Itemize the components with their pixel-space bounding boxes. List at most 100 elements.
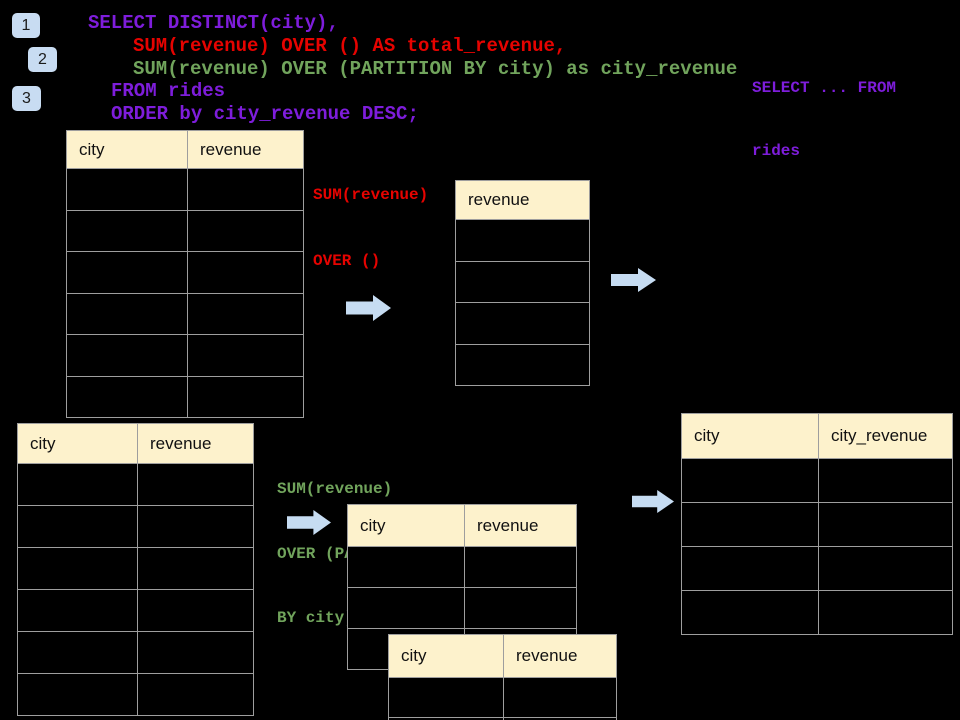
table-cell [818,503,952,546]
table-cell [67,169,187,210]
table-header: city revenue [67,131,303,168]
table-cell [187,210,303,251]
sql-line-total-revenue: SUM(revenue) OVER () AS total_revenue, [133,35,567,57]
flow-arrow-right-icon [632,490,674,513]
table-cell [137,506,253,547]
column-header-city: city [682,414,818,458]
table-cell [503,718,616,720]
table-header: city revenue [389,635,616,677]
table-cell [187,252,303,293]
side-note: SELECT ... FROM rides [752,36,896,204]
side-note-line: rides [752,142,801,160]
table-source-top: city revenue [66,130,304,418]
total-revenue-label-line: SUM(revenue) [313,186,429,204]
table-row [456,302,589,344]
table-cell [137,464,253,505]
table-cell [18,674,137,715]
table-cell [348,588,464,628]
table-header: revenue [456,181,589,219]
table-cell [682,503,818,546]
table-row [456,343,589,386]
flow-arrow-right-icon [611,268,656,292]
table-body [456,219,589,385]
total-revenue-label: SUM(revenue) OVER () [313,140,428,316]
table-cell [456,345,589,386]
table-row [456,219,589,261]
table-row [67,168,303,210]
step-badge-3: 3 [12,86,41,111]
column-header-revenue: revenue [503,635,616,677]
table-cell [137,548,253,589]
table-cell [818,459,952,502]
table-cell [682,591,818,634]
table-cell [456,262,589,303]
table-row [682,458,952,502]
table-cell [818,591,952,634]
table-cell [18,506,137,547]
table-row [18,589,253,631]
column-header-revenue: revenue [456,181,589,219]
table-cell [818,547,952,590]
table-cell [503,678,616,717]
table-body [67,168,303,417]
total-revenue-label-line: OVER () [313,252,381,270]
table-header: city revenue [348,505,576,546]
table-result: city city_revenue [681,413,953,635]
table-cell [187,293,303,334]
table-cell [456,220,589,261]
column-header-city-revenue: city_revenue [818,414,952,458]
sql-line-partition: SUM(revenue) OVER (PARTITION BY city) as… [133,58,738,80]
table-row [389,717,616,720]
table-cell [67,252,187,293]
table-row [389,677,616,717]
table-cell [18,464,137,505]
table-row [67,334,303,376]
table-row [67,209,303,252]
column-header-city: city [18,424,137,463]
table-cell [18,548,137,589]
table-cell [348,547,464,587]
table-header: city revenue [18,424,253,463]
table-row [67,292,303,335]
table-row [18,673,253,715]
table-row [456,260,589,303]
table-cell [18,632,137,673]
table-total-revenue: revenue [455,180,590,386]
table-cell [67,377,187,418]
table-body [389,677,616,720]
column-header-city: city [67,131,187,168]
sql-line-select: SELECT DISTINCT(city), [88,12,339,34]
table-row [682,502,952,546]
table-source-bottom: city revenue [17,423,254,716]
table-cell [67,211,187,252]
table-cell [456,303,589,344]
table-row [18,631,253,673]
table-cell [464,588,576,628]
table-row [348,587,576,628]
step-badge-2: 2 [28,47,57,72]
column-header-revenue: revenue [464,505,576,546]
table-row [67,375,303,418]
table-cell [389,678,503,717]
table-row [18,463,253,505]
flow-arrow-right-icon [287,510,331,535]
step-badge-1: 1 [12,13,40,38]
table-cell [137,590,253,631]
table-row [18,547,253,589]
table-cell [187,335,303,376]
column-header-revenue: revenue [187,131,303,168]
table-cell [137,632,253,673]
table-header: city city_revenue [682,414,952,458]
partition-label-line: BY city) [277,609,354,627]
table-body [682,458,952,634]
table-cell [67,294,187,335]
table-partition-front: city revenue [388,634,617,720]
table-cell [137,674,253,715]
table-row [682,590,952,634]
column-header-city: city [348,505,464,546]
table-row [348,546,576,587]
column-header-revenue: revenue [137,424,253,463]
table-row [682,546,952,590]
table-cell [187,376,303,417]
